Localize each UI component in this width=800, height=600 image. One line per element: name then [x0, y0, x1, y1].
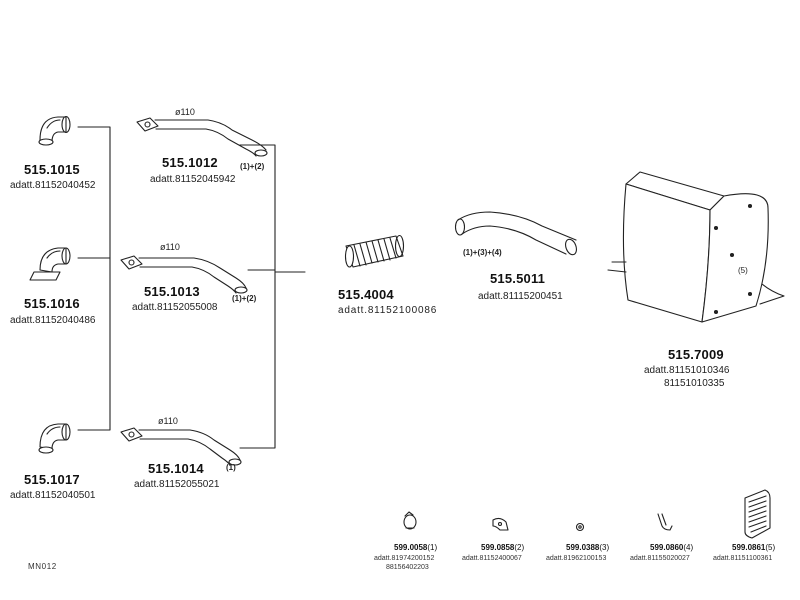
- elbow-515-1017: [38, 423, 71, 454]
- accessory-qty: (4): [683, 543, 694, 552]
- part-code-515-5011: 515.5011: [490, 271, 546, 286]
- pipe-515-1013: [120, 255, 248, 294]
- hook-icon: [657, 513, 673, 531]
- part-adatt-515-5011: adatt.81115200451: [478, 291, 563, 302]
- accessory-adatt2-599-0058: 88156402203: [386, 564, 429, 571]
- part-code-515-1012: 515.1012: [162, 155, 218, 170]
- elbow-515-1015: [38, 115, 71, 146]
- part-adatt-515-1012: adatt.81152045942: [150, 174, 236, 185]
- pipe-515-1012: [136, 117, 268, 157]
- part-adatt-515-1016: adatt.81152040486: [10, 315, 96, 326]
- part-note-515-1013: (1)+(2): [232, 294, 257, 303]
- elbow-515-1016: [29, 247, 71, 281]
- part-code-515-1015: 515.1015: [24, 162, 80, 177]
- clamp-icon: [403, 511, 417, 530]
- part-code-515-1014: 515.1014: [148, 461, 204, 476]
- accessory-adatt-599-0860: adatt.81155020027: [630, 555, 690, 562]
- accessory-code-599-0861: 599.0861(5): [732, 543, 775, 552]
- accessory-qty: (2): [514, 543, 525, 552]
- pipe-515-5011: [454, 211, 577, 256]
- silencer-515-7009: [607, 171, 785, 323]
- pipe-diameter-515-1013: ø110: [160, 242, 180, 252]
- part-adatt-515-1015: adatt.81152040452: [10, 180, 96, 191]
- pipe-diameter-515-1012: ø110: [175, 107, 195, 117]
- accessory-adatt-599-0388: adatt.81962100153: [546, 555, 607, 562]
- part-code-515-4004: 515.4004: [338, 287, 394, 302]
- accessory-code: 599.0860: [650, 543, 684, 552]
- part-adatt-515-1014: adatt.81152055021: [134, 479, 220, 490]
- part-note-515-1012: (1)+(2): [240, 162, 265, 171]
- accessory-qty: (3): [599, 543, 610, 552]
- pipe-diameter-515-1014: ø110: [158, 416, 178, 426]
- part-note-515-1014: (1): [226, 463, 236, 472]
- part-adatt2-515-7009: 81151010335: [664, 378, 725, 389]
- accessory-adatt-599-0858: adatt.81152400067: [462, 555, 522, 562]
- part-code-515-1016: 515.1016: [24, 296, 80, 311]
- accessory-code: 599.0388: [566, 543, 600, 552]
- accessory-code-599-0860: 599.0860(4): [650, 543, 693, 552]
- part-note-515-7009: (5): [738, 266, 748, 275]
- part-adatt-515-1017: adatt.81152040501: [10, 490, 96, 501]
- part-code-515-1017: 515.1017: [24, 472, 80, 487]
- part-note-515-5011: (1)+(3)+(4): [463, 248, 502, 257]
- accessory-code-599-0858: 599.0858(2): [481, 543, 524, 552]
- diagram-reference-code: MN012: [28, 562, 57, 571]
- accessory-code: 599.0058: [394, 543, 428, 552]
- accessory-code-599-0388: 599.0388(3): [566, 543, 609, 552]
- accessory-code: 599.0861: [732, 543, 766, 552]
- part-code-515-1013: 515.1013: [144, 284, 200, 299]
- grille-icon: [744, 489, 771, 539]
- accessory-adatt-599-0058: adatt.81974200152: [374, 555, 435, 562]
- accessory-adatt-599-0861: adatt.81151100361: [713, 555, 773, 562]
- bracket-icon: [492, 517, 509, 531]
- pipe-515-1014: [120, 427, 242, 466]
- part-adatt-515-1013: adatt.81152055008: [132, 302, 218, 313]
- connector-lines: [77, 126, 306, 449]
- flex-pipe-515-4004: [344, 234, 405, 268]
- accessory-code-599-0058: 599.0058(1): [394, 543, 437, 552]
- accessory-qty: (5): [765, 543, 776, 552]
- accessory-code: 599.0858: [481, 543, 515, 552]
- part-adatt-515-4004: adatt.81152100086: [338, 305, 438, 316]
- accessory-qty: (1): [427, 543, 438, 552]
- part-adatt-515-7009: adatt.81151010346: [644, 365, 730, 376]
- part-code-515-7009: 515.7009: [668, 347, 724, 362]
- nut-icon: [575, 522, 585, 532]
